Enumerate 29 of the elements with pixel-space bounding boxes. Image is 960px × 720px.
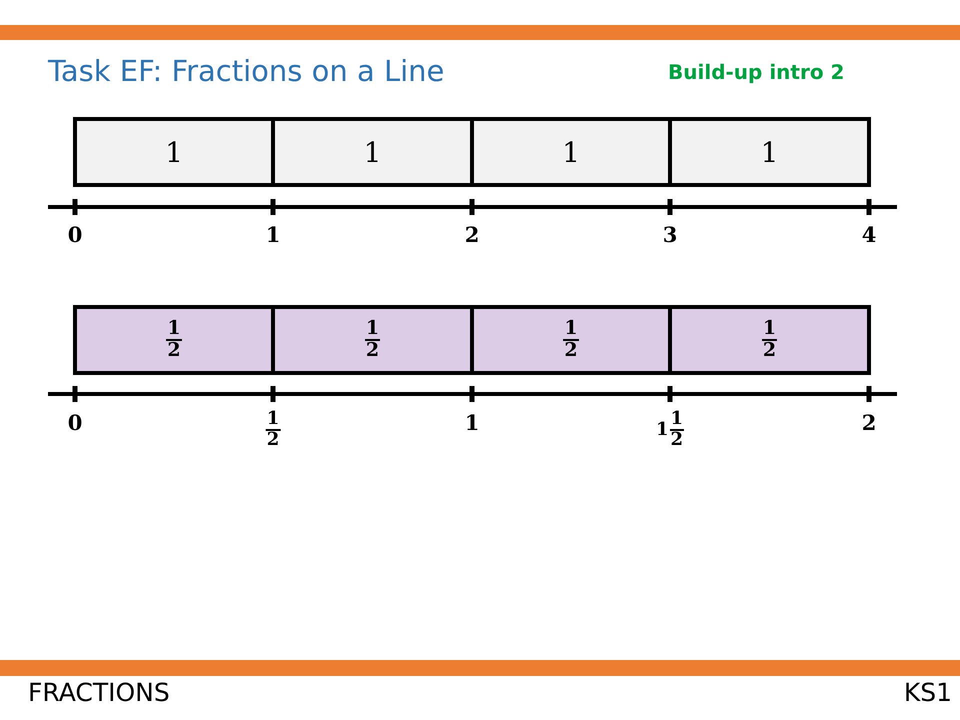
footer-text: KS1 [904, 678, 952, 707]
number-label: 1 [266, 222, 280, 247]
number-label: 0 [68, 410, 82, 435]
number-label: 1 [464, 410, 480, 435]
fraction-numerator: 1 [762, 319, 778, 341]
title: Task EF: Fractions on a Line [48, 54, 444, 88]
fraction-numerator: 1 [670, 410, 684, 431]
number-label: 3 [662, 222, 678, 247]
number-label: 1 [562, 136, 580, 168]
number-label: 1 [165, 136, 183, 168]
fraction-denominator: 2 [762, 341, 776, 361]
fraction-numerator: 1 [266, 410, 280, 431]
fraction-denominator: 2 [564, 341, 578, 361]
number-label: 4 [862, 222, 876, 247]
fraction-denominator: 2 [167, 341, 181, 361]
number-label: 2 [464, 222, 480, 247]
fraction-numerator: 1 [166, 319, 182, 341]
number-label: 1 [760, 136, 778, 168]
fraction-numerator: 1 [563, 319, 579, 341]
subtitle: Build-up intro 2 [668, 60, 844, 84]
number-label: 0 [68, 222, 82, 247]
whole-number: 1 [656, 419, 668, 440]
fraction-denominator: 2 [670, 430, 684, 450]
fraction-denominator: 2 [266, 430, 280, 450]
number-label: 1 [364, 136, 382, 168]
footer-text: FRACTIONS [28, 678, 170, 707]
fraction-numerator: 1 [364, 319, 380, 341]
fraction-denominator: 2 [366, 341, 380, 361]
number-label: 2 [862, 410, 876, 435]
